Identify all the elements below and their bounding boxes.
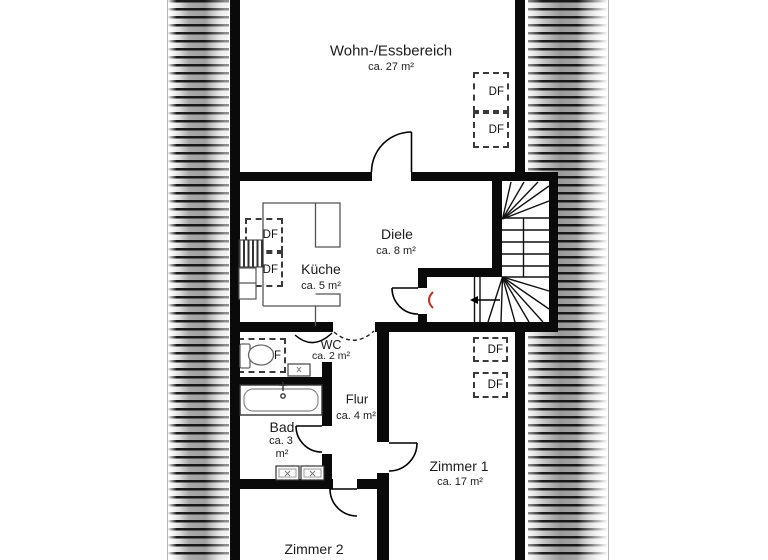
chimney [238,239,264,268]
skylight-box-kueche-1: DF [245,218,283,252]
red-annotation-mark [428,291,434,309]
wall-outer-right-bottom [515,332,525,560]
skylight-box-wohn-1: DF [473,72,509,112]
room-area-wohn: ca. 27 m² [368,61,414,73]
wall-wohn-diele-b [411,172,558,181]
skylight-label: DF [262,263,278,276]
door-bad [295,425,323,453]
shaft [238,267,257,300]
wall-wc-flur-a [322,362,332,426]
room-label-zimmer1: Zimmer 1 [429,458,489,474]
wall-flur-zimmer1-a [377,332,389,442]
wall-landing-stub-top [418,277,427,288]
room-area-bad-2: m² [275,448,289,460]
skylight-label: DF [487,343,503,356]
roof-hatch-left [167,0,229,560]
wall-wc-flur-b [322,454,332,480]
toilet [239,343,275,369]
room-area-kueche: ca. 5 m² [301,280,341,292]
room-label-zimmer2: Zimmer 2 [284,541,344,557]
wall-landing-top [418,268,502,277]
room-area-zimmer1: ca. 17 m² [437,476,483,488]
door-diele-landing [391,287,419,315]
stairs-direction-arrow [470,296,500,304]
room-area-wc: ca. 2 m² [312,350,350,362]
skylight-label: DF [488,124,504,136]
staircase [473,181,550,323]
room-label-bad: Bad [269,419,295,435]
wall-landing-stub-bottom [418,314,427,322]
room-area-diele: ca. 8 m² [376,245,416,257]
skylight-box-wohn-2: DF [473,112,509,148]
door-wohn [370,131,413,173]
skylight-box-zimmer1-1: DF [473,337,508,362]
stairwell-floor [492,173,558,332]
door-wc-arc [294,332,333,344]
wall-mid-b [375,322,558,332]
room-label-kueche: Küche [301,261,341,277]
room-label-flur: Flur [345,391,369,407]
bad-sinks [275,465,325,481]
skylight-label: DF [488,86,504,98]
opening-diele-flur-arc [333,330,375,341]
bathtub [239,382,323,416]
wall-bad-zimmer2-b [357,479,389,489]
wall-mid-a [230,322,333,332]
wall-stair-right [549,173,558,332]
wall-stair-left [492,181,502,270]
room-label-diele: Diele [381,226,413,242]
wall-outer-left [230,0,240,560]
skylight-box-zimmer1-2: DF [473,372,508,398]
wall-outer-right-top [515,0,525,173]
door-zimmer2 [329,488,358,517]
room-area-bad-1: ca. 3 [269,435,293,447]
wc-sink [287,363,311,377]
kitchen-counter [262,202,341,326]
skylight-label: DF [487,379,503,391]
skylight-label: DF [262,229,278,241]
wall-bad-zimmer2-a [230,479,333,489]
room-label-wc: WC [320,338,342,352]
tub-faucet [279,382,287,399]
wall-wohn-diele-a [240,172,372,181]
door-zimmer1 [388,442,418,472]
room-label-wohn: Wohn-/Essbereich [329,42,453,60]
wall-flur-zimmer1-b [377,473,389,560]
room-area-flur: ca. 4 m² [336,410,376,422]
wall-wc-bad [230,377,332,386]
